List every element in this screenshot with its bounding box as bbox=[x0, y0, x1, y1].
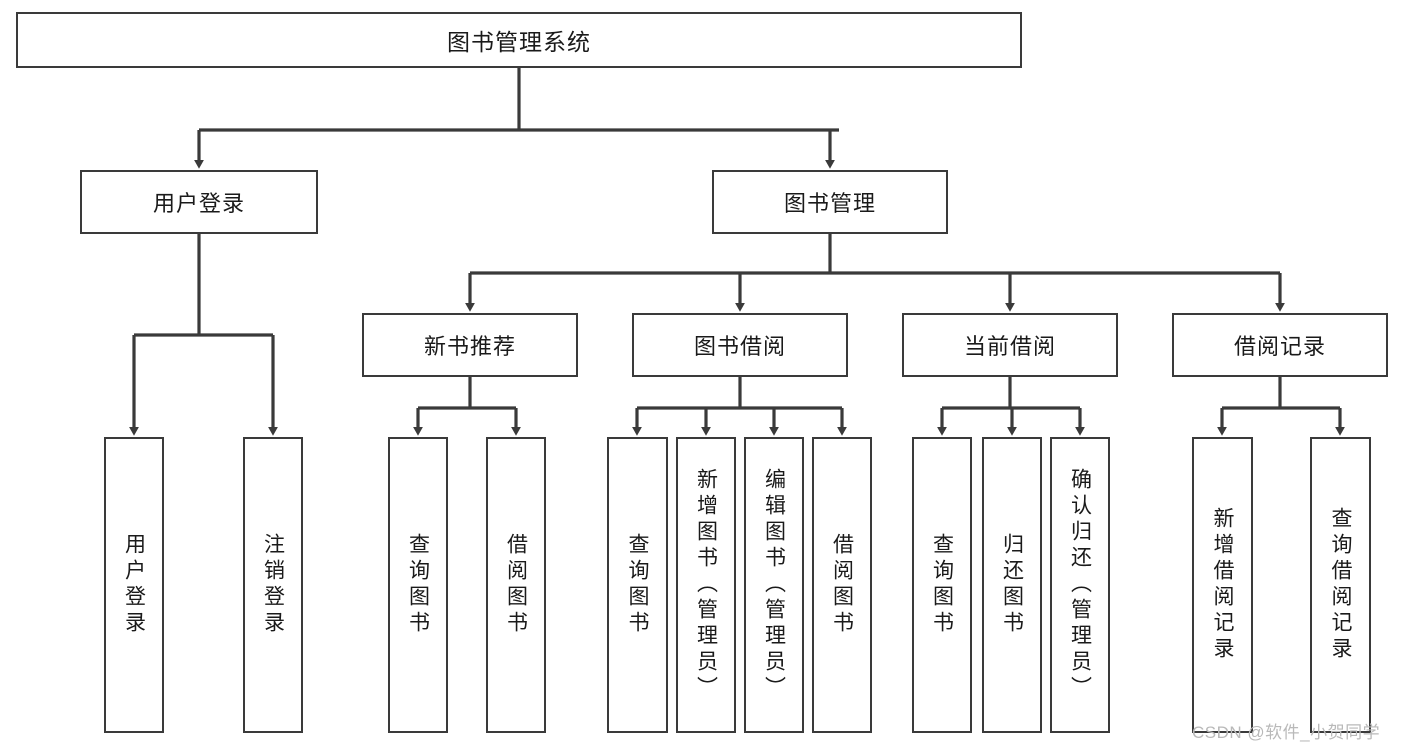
leaf-label: 新增借阅记录 bbox=[1211, 507, 1234, 663]
node-new-book-recommendation[interactable]: 新书推荐 bbox=[362, 313, 578, 377]
leaf-query-borrow-record[interactable]: 查询借阅记录 bbox=[1310, 437, 1371, 733]
leaf-add-borrow-record[interactable]: 新增借阅记录 bbox=[1192, 437, 1253, 733]
leaf-label: 注销登录 bbox=[261, 533, 285, 637]
leaf-label: 查询图书 bbox=[406, 533, 430, 637]
leaf-logout[interactable]: 注销登录 bbox=[243, 437, 303, 733]
leaf-label: 查询图书 bbox=[930, 533, 954, 637]
leaf-label: 借阅图书 bbox=[504, 533, 528, 637]
leaf-label: 用户登录 bbox=[122, 533, 146, 637]
leaf-edit-book-admin[interactable]: 编辑图书（管理员） bbox=[744, 437, 804, 733]
csdn-watermark: CSDN @软件_小贺同学 bbox=[1192, 723, 1381, 742]
leaf-query-book-current[interactable]: 查询图书 bbox=[912, 437, 972, 733]
leaf-label: 查询借阅记录 bbox=[1329, 507, 1352, 663]
leaf-return-book[interactable]: 归还图书 bbox=[982, 437, 1042, 733]
leaf-query-book-new[interactable]: 查询图书 bbox=[388, 437, 448, 733]
leaf-query-book-borrow[interactable]: 查询图书 bbox=[607, 437, 668, 733]
leaf-borrow-book-new[interactable]: 借阅图书 bbox=[486, 437, 546, 733]
leaf-label: 归还图书 bbox=[1000, 533, 1024, 637]
leaf-label: 查询图书 bbox=[626, 533, 649, 637]
leaf-label: 编辑图书（管理员） bbox=[762, 468, 786, 702]
node-user-login[interactable]: 用户登录 bbox=[80, 170, 318, 234]
leaf-user-login[interactable]: 用户登录 bbox=[104, 437, 164, 733]
leaf-label: 借阅图书 bbox=[830, 533, 854, 637]
leaf-add-book-admin[interactable]: 新增图书（管理员） bbox=[676, 437, 736, 733]
leaf-borrow-book[interactable]: 借阅图书 bbox=[812, 437, 872, 733]
node-root-system[interactable]: 图书管理系统 bbox=[16, 12, 1022, 68]
node-book-borrow[interactable]: 图书借阅 bbox=[632, 313, 848, 377]
leaf-confirm-return-admin[interactable]: 确认归还（管理员） bbox=[1050, 437, 1110, 733]
leaf-label: 新增图书（管理员） bbox=[694, 468, 718, 702]
node-book-management[interactable]: 图书管理 bbox=[712, 170, 948, 234]
node-borrow-record[interactable]: 借阅记录 bbox=[1172, 313, 1388, 377]
node-current-borrow[interactable]: 当前借阅 bbox=[902, 313, 1118, 377]
leaf-label: 确认归还（管理员） bbox=[1068, 468, 1092, 702]
